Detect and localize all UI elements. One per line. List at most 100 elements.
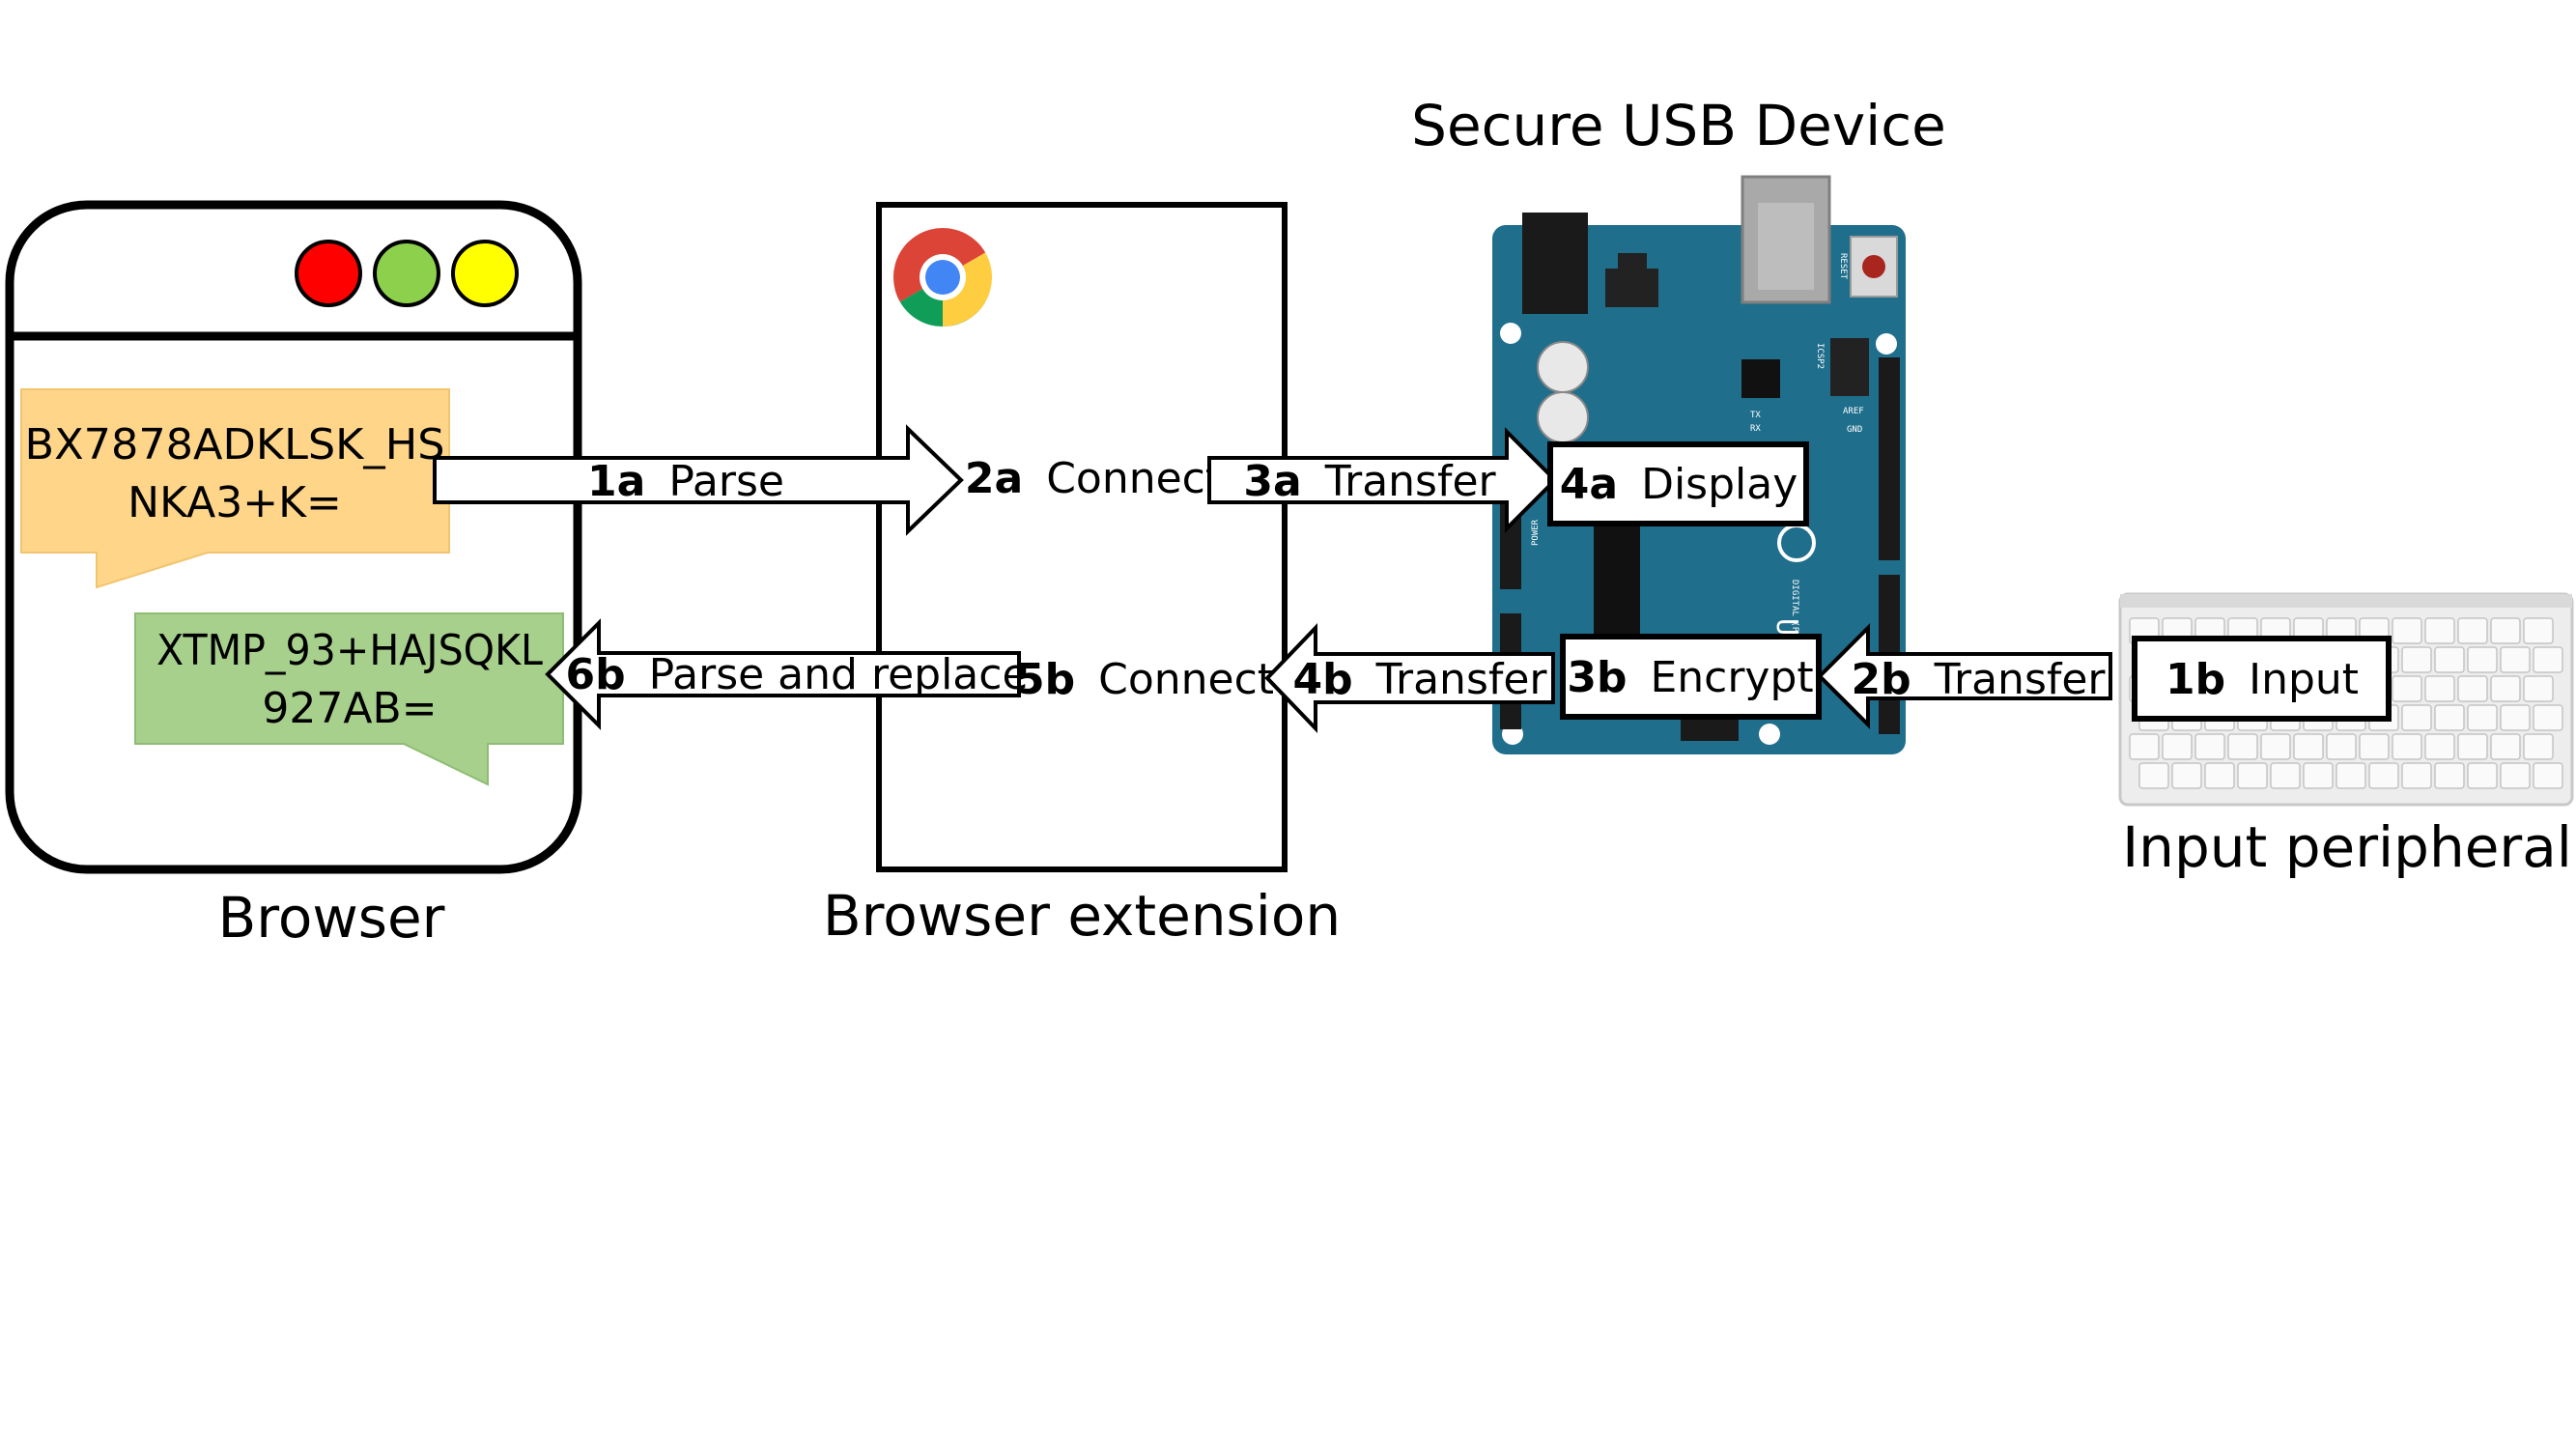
keyboard-key	[2237, 762, 2268, 789]
step-1a-number: 1a	[587, 457, 645, 506]
replaced-text-line2: 927AB=	[262, 684, 437, 733]
keyboard-key	[2533, 704, 2563, 731]
svg-text:2a Connect: 2a Connect	[965, 454, 1222, 503]
step-4b-label: Transfer	[1375, 655, 1548, 704]
step-3b-encrypt-box: 3b Encrypt	[1560, 634, 1822, 720]
step-5b-number: 5b	[1015, 655, 1075, 704]
svg-text:RESET: RESET	[1838, 253, 1848, 280]
keyboard-key	[2523, 733, 2554, 760]
svg-text:4a Display: 4a Display	[1560, 460, 1798, 509]
keyboard-key	[2326, 733, 2357, 760]
minimize-light-icon	[373, 240, 440, 307]
svg-text:DIGITAL (PWM~): DIGITAL (PWM~)	[1790, 580, 1799, 653]
step-4b-number: 4b	[1292, 655, 1352, 704]
step-2a-number: 2a	[965, 454, 1023, 503]
step-2a-label: Connect	[1046, 454, 1222, 503]
step-1b-label: Input	[2249, 655, 2359, 704]
step-2b-label: Transfer	[1934, 655, 2107, 704]
keyboard-key	[2490, 617, 2521, 644]
svg-text:POWER: POWER	[1531, 519, 1541, 546]
encrypted-text-line1: BX7878ADKLSK_HS	[25, 420, 445, 469]
keyboard-key	[2129, 733, 2160, 760]
secure-usb-device-caption: Secure USB Device	[1411, 93, 1946, 158]
keyboard-key	[2204, 762, 2235, 789]
svg-text:GND: GND	[1847, 425, 1862, 435]
step-4a-label: Display	[1641, 460, 1798, 509]
arrow-1a-parse: 1a Parse	[433, 424, 964, 536]
replaced-text-note: XTMP_93+HAJSQKL 927AB=	[134, 612, 564, 786]
keyboard-key	[2467, 646, 2498, 673]
encrypted-text-line2: NKA3+K=	[127, 478, 342, 527]
svg-text:1b Input: 1b Input	[2166, 655, 2359, 704]
keyboard-key	[2401, 646, 2432, 673]
keyboard-key	[2293, 733, 2324, 760]
svg-text:2b Transfer: 2b Transfer	[1851, 655, 2106, 704]
keyboard-key	[2162, 733, 2193, 760]
step-4a-number: 4a	[1560, 460, 1618, 509]
keyboard-key	[2335, 762, 2366, 789]
svg-text:TX: TX	[1750, 411, 1761, 420]
keyboard-key	[2500, 704, 2531, 731]
input-peripheral-caption: Input peripheral	[2122, 814, 2572, 880]
svg-text:6b Parse and replace: 6b Parse and replace	[565, 650, 1028, 699]
keyboard-key	[2500, 646, 2531, 673]
svg-text:1a Parse: 1a Parse	[587, 457, 784, 506]
keyboard-key	[2194, 733, 2225, 760]
keyboard-key	[2523, 617, 2554, 644]
svg-text:5b Connect: 5b Connect	[1015, 655, 1274, 704]
chrome-logo-icon	[892, 227, 993, 327]
keyboard-key	[2457, 675, 2488, 702]
keyboard-key	[2392, 617, 2422, 644]
step-3a-label: Transfer	[1324, 457, 1497, 506]
replaced-text-line1: XTMP_93+HAJSQKL	[156, 626, 543, 675]
step-4a-display-box: 4a Display	[1547, 441, 1809, 526]
keyboard-key	[2434, 646, 2465, 673]
encrypted-text-note: BX7878ADKLSK_HS NKA3+K=	[20, 388, 450, 589]
keyboard-key	[2270, 762, 2301, 789]
keyboard-key	[2533, 762, 2563, 789]
keyboard-key	[2260, 733, 2291, 760]
keyboard-key	[2303, 762, 2334, 789]
keyboard-key	[2401, 762, 2432, 789]
svg-text:4b Transfer: 4b Transfer	[1292, 655, 1547, 704]
arrow-6b-parse-and-replace: 6b Parse and replace	[545, 618, 1029, 730]
keyboard-key	[2359, 733, 2390, 760]
svg-text:AREF: AREF	[1843, 407, 1864, 416]
keyboard-key	[2457, 733, 2488, 760]
keyboard-key	[2401, 704, 2432, 731]
svg-text:ICSP2: ICSP2	[1815, 343, 1825, 369]
keyboard-key	[2490, 675, 2521, 702]
keyboard-key	[2424, 733, 2455, 760]
arrow-4b-transfer: 4b Transfer	[1264, 623, 1555, 733]
keyboard-key	[2523, 675, 2554, 702]
step-2b-number: 2b	[1851, 655, 1911, 704]
keyboard-key	[2533, 646, 2563, 673]
keyboard-key	[2171, 762, 2202, 789]
keyboard-key	[2138, 762, 2169, 789]
step-3b-label: Encrypt	[1650, 653, 1813, 702]
keyboard-key	[2434, 704, 2465, 731]
keyboard-key	[2368, 762, 2399, 789]
step-1a-label: Parse	[668, 457, 784, 506]
keyboard-key	[2467, 704, 2498, 731]
keyboard-key	[2392, 675, 2422, 702]
keyboard-key	[2457, 617, 2488, 644]
step-5b-label: Connect	[1098, 655, 1274, 704]
keyboard-key	[2500, 762, 2531, 789]
keyboard-key	[2467, 762, 2498, 789]
keyboard-key	[2424, 617, 2455, 644]
step-1b-input-box: 1b Input	[2132, 636, 2392, 722]
step-6b-label: Parse and replace	[649, 650, 1029, 699]
step-6b-number: 6b	[565, 650, 625, 699]
arrow-2b-transfer: 2b Transfer	[1817, 623, 2112, 729]
svg-text:3a Transfer: 3a Transfer	[1243, 457, 1496, 506]
browser-extension-box	[876, 202, 1288, 872]
browser-caption: Browser	[217, 885, 444, 951]
step-1b-number: 1b	[2166, 655, 2225, 704]
keyboard-key	[2490, 733, 2521, 760]
close-light-icon	[295, 240, 362, 307]
maximize-light-icon	[451, 240, 519, 307]
step-3a-number: 3a	[1243, 457, 1301, 506]
browser-extension-caption: Browser extension	[823, 883, 1341, 949]
